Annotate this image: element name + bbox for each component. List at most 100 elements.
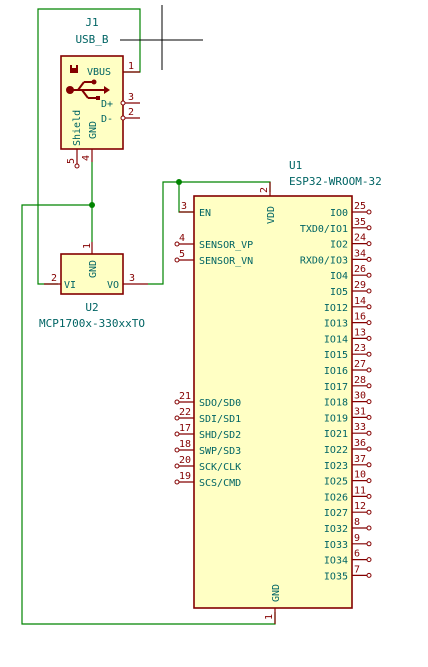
u1-left-pin-num: 22 — [179, 407, 191, 418]
u2-ref: U2 — [85, 301, 98, 314]
u1-gnd-label: GND — [271, 584, 282, 602]
u1-left-pin-label: SDI/SD1 — [199, 414, 241, 425]
u1-right-pin[interactable]: IO21 33 — [324, 422, 372, 440]
u1-left-pin-label: SENSOR_VP — [199, 240, 253, 251]
u1-left-pin-num: 21 — [179, 391, 191, 402]
u1-right-pin[interactable]: IO18 30 — [324, 391, 372, 409]
u1-right-pin[interactable]: IO25 10 — [324, 470, 372, 488]
u1-left-pin-num: 4 — [179, 233, 185, 244]
u1-body — [193, 195, 353, 609]
u1-right-pin-num: 25 — [354, 201, 366, 212]
u1-left-pin-num: 19 — [179, 471, 191, 482]
j1-shield-num: 5 — [66, 158, 77, 164]
module-u1[interactable]: U1 ESP32-WROOM-32 EN 3 VDD 2 GND 1 SENSO… — [174, 159, 382, 624]
j1-gnd-num: 4 — [81, 155, 92, 161]
u1-right-pin-label: IO15 — [324, 350, 348, 361]
u1-right-pin-num: 33 — [354, 422, 366, 433]
u1-right-pin-num: 30 — [354, 391, 366, 402]
u1-right-pin-label: IO22 — [324, 445, 348, 456]
u1-left-pin[interactable]: SENSOR_VP 4 — [174, 233, 253, 251]
u1-left-pin-label: SDO/SD0 — [199, 398, 241, 409]
crosshair-cursor — [120, 5, 203, 70]
u1-left-pin-num: 17 — [179, 423, 191, 434]
u1-right-pin-label: IO18 — [324, 398, 348, 409]
u1-right-pin-label: IO26 — [324, 492, 348, 503]
j1-shield-label: Shield — [72, 110, 83, 146]
j1-ref: J1 — [85, 16, 98, 29]
u1-right-pin-num: 14 — [354, 296, 366, 307]
u1-right-pin-num: 35 — [354, 217, 366, 228]
u1-right-pin-num: 7 — [354, 564, 360, 575]
u1-right-pin-label: IO32 — [324, 524, 348, 535]
u1-left-pin-num: 5 — [179, 249, 185, 260]
j1-dplus-num: 3 — [128, 92, 134, 103]
u1-right-pin-label: IO12 — [324, 303, 348, 314]
u1-right-pin-num: 23 — [354, 343, 366, 354]
u1-right-pin-label: IO33 — [324, 540, 348, 551]
u2-vo-num: 3 — [129, 273, 135, 284]
u1-en-label: EN — [199, 208, 211, 219]
u1-left-pin[interactable]: SDO/SD0 21 — [174, 391, 241, 409]
j1-dminus-label: D- — [101, 114, 113, 125]
u1-right-pin-label: IO27 — [324, 508, 348, 519]
u1-left-pin-label: SCK/CLK — [199, 462, 241, 473]
u1-right-pin-label: IO25 — [324, 477, 348, 488]
u1-value: ESP32-WROOM-32 — [289, 175, 382, 188]
j1-vbus-num: 1 — [128, 61, 134, 72]
u1-right-pin[interactable]: IO33 9 — [324, 533, 372, 551]
u1-right-pin-num: 9 — [354, 533, 360, 544]
u1-right-pin[interactable]: IO0 25 — [330, 201, 372, 219]
usb-icon — [66, 65, 110, 100]
regulator-u2[interactable]: GND 1 VI 2 VO 3 U2 MCP1700x-330xxTO — [39, 242, 148, 330]
u1-right-pin[interactable]: TXD0/IO1 35 — [300, 217, 372, 235]
u1-ref: U1 — [289, 159, 302, 172]
u1-right-pin-num: 34 — [354, 248, 366, 259]
u1-right-pin[interactable]: IO15 23 — [324, 343, 372, 361]
u1-right-pin-label: IO23 — [324, 461, 348, 472]
u1-right-pin-num: 36 — [354, 438, 366, 449]
u1-right-pin[interactable]: IO34 6 — [324, 549, 372, 567]
u2-vo-label: VO — [107, 280, 119, 291]
u1-right-pin-label: RXD0/IO3 — [300, 255, 348, 266]
u1-right-pin-label: IO0 — [330, 208, 348, 219]
u1-right-pin-label: TXD0/IO1 — [300, 224, 348, 235]
u2-gnd-label: GND — [88, 260, 99, 278]
u1-right-pin-label: IO34 — [324, 556, 348, 567]
u1-right-pin-num: 10 — [354, 470, 366, 481]
u1-en-num: 3 — [181, 201, 187, 212]
u1-vdd-num: 2 — [259, 187, 270, 193]
u1-left-pin[interactable]: SENSOR_VN5 — [174, 249, 253, 267]
u1-right-pin-num: 26 — [354, 264, 366, 275]
u1-right-pin-num: 31 — [354, 406, 366, 417]
connector-j1[interactable]: J1 USB_B VBUS 1 D+ 3 D- 2 — [60, 16, 140, 169]
u1-vdd-label: VDD — [266, 206, 277, 224]
u1-right-pin-label: IO21 — [324, 429, 348, 440]
u1-left-pin-num: 18 — [179, 439, 191, 450]
u1-right-pin[interactable]: IO12 14 — [324, 296, 372, 314]
u1-right-pin[interactable]: IO22 36 — [324, 438, 372, 456]
u1-right-pin[interactable]: IO23 37 — [324, 454, 372, 472]
u1-right-pin-num: 6 — [354, 549, 360, 560]
u1-right-pin-label: IO17 — [324, 382, 348, 393]
u1-right-pin-num: 37 — [354, 454, 366, 465]
u1-right-pin[interactable]: RXD0/IO3 34 — [300, 248, 372, 266]
u1-left-pin[interactable]: SDI/SD1 22 — [174, 407, 241, 425]
